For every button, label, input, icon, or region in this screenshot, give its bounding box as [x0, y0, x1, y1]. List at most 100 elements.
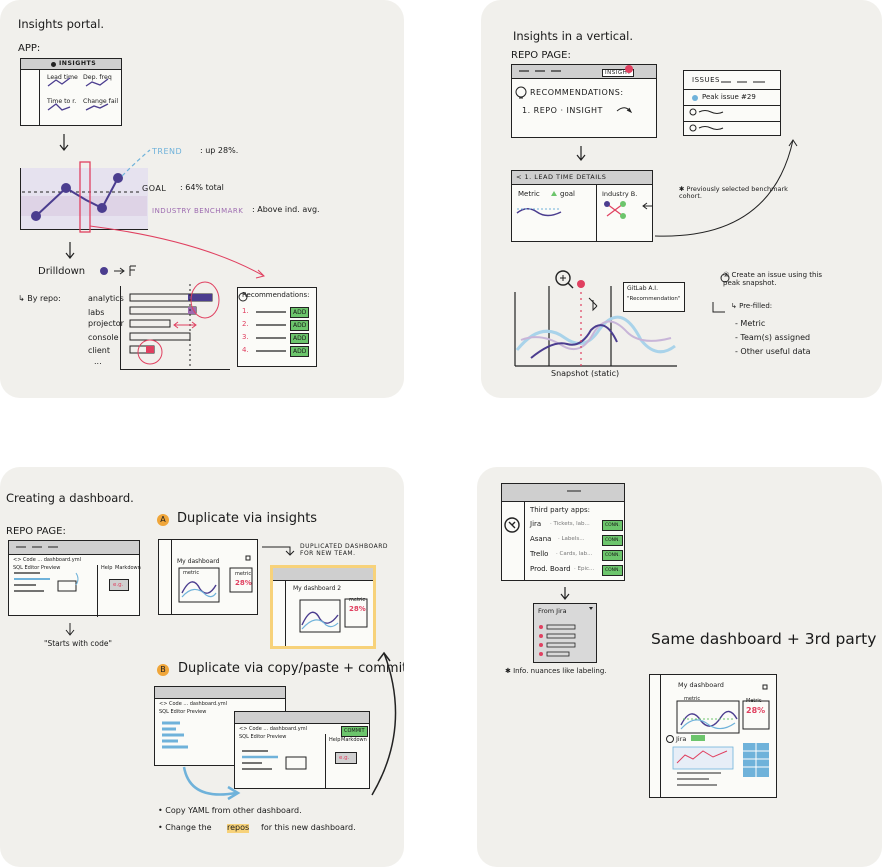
metric-value: 28% [235, 579, 252, 587]
add-button[interactable]: ADD [290, 346, 310, 357]
issues-divider [684, 105, 780, 106]
metric-label: metric [183, 570, 200, 576]
settings-titlebar [502, 484, 624, 502]
tile-label: Dep. freq [83, 74, 112, 81]
recommendation-item[interactable]: 1. REPO · INSIGHT [522, 106, 603, 115]
tile-label: Lead time [47, 74, 78, 81]
eg-text: e.g. [339, 755, 350, 761]
connect-button[interactable]: CONN. [602, 550, 623, 561]
insights-dot-icon [51, 62, 56, 67]
rec-number: 3. [242, 333, 249, 341]
connect-button[interactable]: CONN. [602, 535, 623, 546]
app-label: APP: [18, 43, 41, 54]
insight-tag[interactable]: INSIGHT [602, 69, 635, 78]
third-party-title: Third party apps: [530, 506, 590, 514]
by-repo-label: ↳ By repo: [18, 294, 61, 303]
dashboard-sidebar-divider [660, 675, 661, 798]
metric-label: metric [349, 597, 366, 603]
issues-title: ISSUES [692, 76, 720, 84]
app-desc: · Labels... [558, 536, 585, 542]
new-yaml-titlebar [235, 712, 369, 724]
app-name: Asana [530, 535, 552, 543]
benchmark-label: INDUSTRY BENCHMARK [152, 207, 244, 215]
drilldown-label: Drilldown [38, 266, 86, 277]
code-path: <> Code ... dashboard.yml [13, 557, 81, 563]
add-button[interactable]: ADD [290, 307, 310, 318]
repo-label: console [88, 333, 119, 342]
gitlab-ai-label: GitLab A.I. [627, 285, 658, 292]
metric-value: 28% [746, 706, 766, 715]
editor-label: SQL Editor Preview [159, 709, 207, 715]
panel-insights-vertical: Insights in a vertical. REPO PAGE: INSIG… [481, 0, 882, 398]
gitlab-ai-box[interactable]: GitLab A.I. "Recommendation" [623, 282, 685, 312]
app-window-sketch: INSIGHTS Lead time Dep. freq Time to r. … [20, 58, 122, 126]
dashboard-title: My dashboard [678, 681, 724, 689]
snapshot-label: Snapshot (static) [551, 369, 620, 378]
editor-titlebar [9, 541, 139, 555]
create-issue-note: ② Create an issue using this peak snapsh… [723, 271, 823, 287]
duplicated-note: DUPLICATED DASHBOARD FOR NEW TEAM. [300, 543, 389, 557]
from-jira-panel: From Jira [533, 603, 597, 663]
goal-value: : 64% total [180, 183, 224, 192]
panel-third-party: Third party apps: Jira · Tickets, lab...… [477, 467, 882, 867]
issue-status-icon [692, 95, 698, 101]
app-desc: · Epic... [574, 566, 595, 572]
panel-title: Insights portal. [18, 17, 105, 31]
panel-title: Insights in a vertical. [513, 29, 633, 43]
panel3-sketch-lines [14, 546, 397, 801]
issues-divider [684, 89, 780, 90]
panel-title: Creating a dashboard. [6, 491, 134, 505]
editor-label: SQL Editor Preview [13, 565, 61, 571]
connect-button[interactable]: CONN. [602, 565, 623, 576]
starts-with-code: "Starts with code" [44, 639, 112, 648]
goal-label: GOAL [142, 184, 167, 193]
bullet-change-repos-highlight: repos [227, 823, 250, 833]
app-desc: · Cards, lab... [556, 551, 593, 557]
eg-text: e.g. [113, 582, 124, 588]
rec-number: 4. [242, 346, 249, 354]
code-path: <> Code ... dashboard.yml [239, 726, 307, 732]
connect-button[interactable]: CONN. [602, 520, 623, 531]
dup-titlebar [273, 568, 373, 581]
recommendations-title: Recommendations: [242, 291, 310, 299]
jira-label: Jira [676, 735, 687, 743]
app-titlebar [21, 59, 121, 70]
panel1-sketch-lines [21, 77, 286, 368]
tile-label: Change fail [83, 98, 119, 105]
repo-label: analytics [88, 294, 124, 303]
add-button[interactable]: ADD [290, 333, 310, 344]
help-label: Help [101, 565, 113, 571]
app-desc: · Tickets, lab... [550, 521, 590, 527]
option-a-title: Duplicate via insights [177, 511, 318, 526]
metric-label: metric [235, 571, 252, 577]
add-button[interactable]: ADD [290, 320, 310, 331]
new-yaml-editor: COMMIT <> Code ... dashboard.yml SQL Edi… [234, 711, 370, 789]
repo-page-label: REPO PAGE: [511, 50, 571, 61]
duplicated-dashboard[interactable]: My dashboard 2 metric 28% [270, 565, 376, 649]
panel-creating-dashboard: Creating a dashboard. REPO PAGE: <> Code… [0, 467, 404, 867]
repo-label: labs [88, 308, 105, 317]
prefilled-item: - Metric [735, 319, 766, 328]
labeling-note: ✱ Info. nuances like labeling. [505, 667, 607, 675]
panel-insights-portal: Insights portal. APP: INSIGHTS Lead time… [0, 0, 404, 398]
recommendations-heading: RECOMMENDATIONS: [530, 88, 624, 97]
trend-label: TREND [152, 147, 183, 156]
code-path: <> Code ... dashboard.yml [159, 701, 227, 707]
metric-label: metric [684, 696, 701, 702]
rec-number: 2. [242, 320, 249, 328]
repo-page-sketch: INSIGHT RECOMMENDATIONS: 1. REPO · INSIG… [511, 64, 657, 138]
bullet-copy-yaml: • Copy YAML from other dashboard. [158, 806, 302, 815]
details-title[interactable]: < 1. LEAD TIME DETAILS [516, 173, 607, 181]
commit-button[interactable]: COMMIT [341, 726, 368, 737]
details-titlebar [512, 171, 652, 185]
editor-divider [97, 565, 98, 617]
peak-issue[interactable]: Peak issue #29 [702, 93, 756, 101]
third-party-settings: Third party apps: Jira · Tickets, lab...… [501, 483, 625, 581]
bullet-change-repos-suffix: for this new dashboard. [261, 823, 356, 832]
prefilled-label: ↳ Pre-filled: [731, 302, 773, 310]
option-b-title: Duplicate via copy/paste + commit [178, 661, 404, 676]
panel4-sketch-lines [504, 490, 770, 786]
metric-label: Metric [518, 190, 540, 198]
option-a-badge: A [157, 514, 169, 526]
repo-bar-chart [120, 286, 230, 370]
